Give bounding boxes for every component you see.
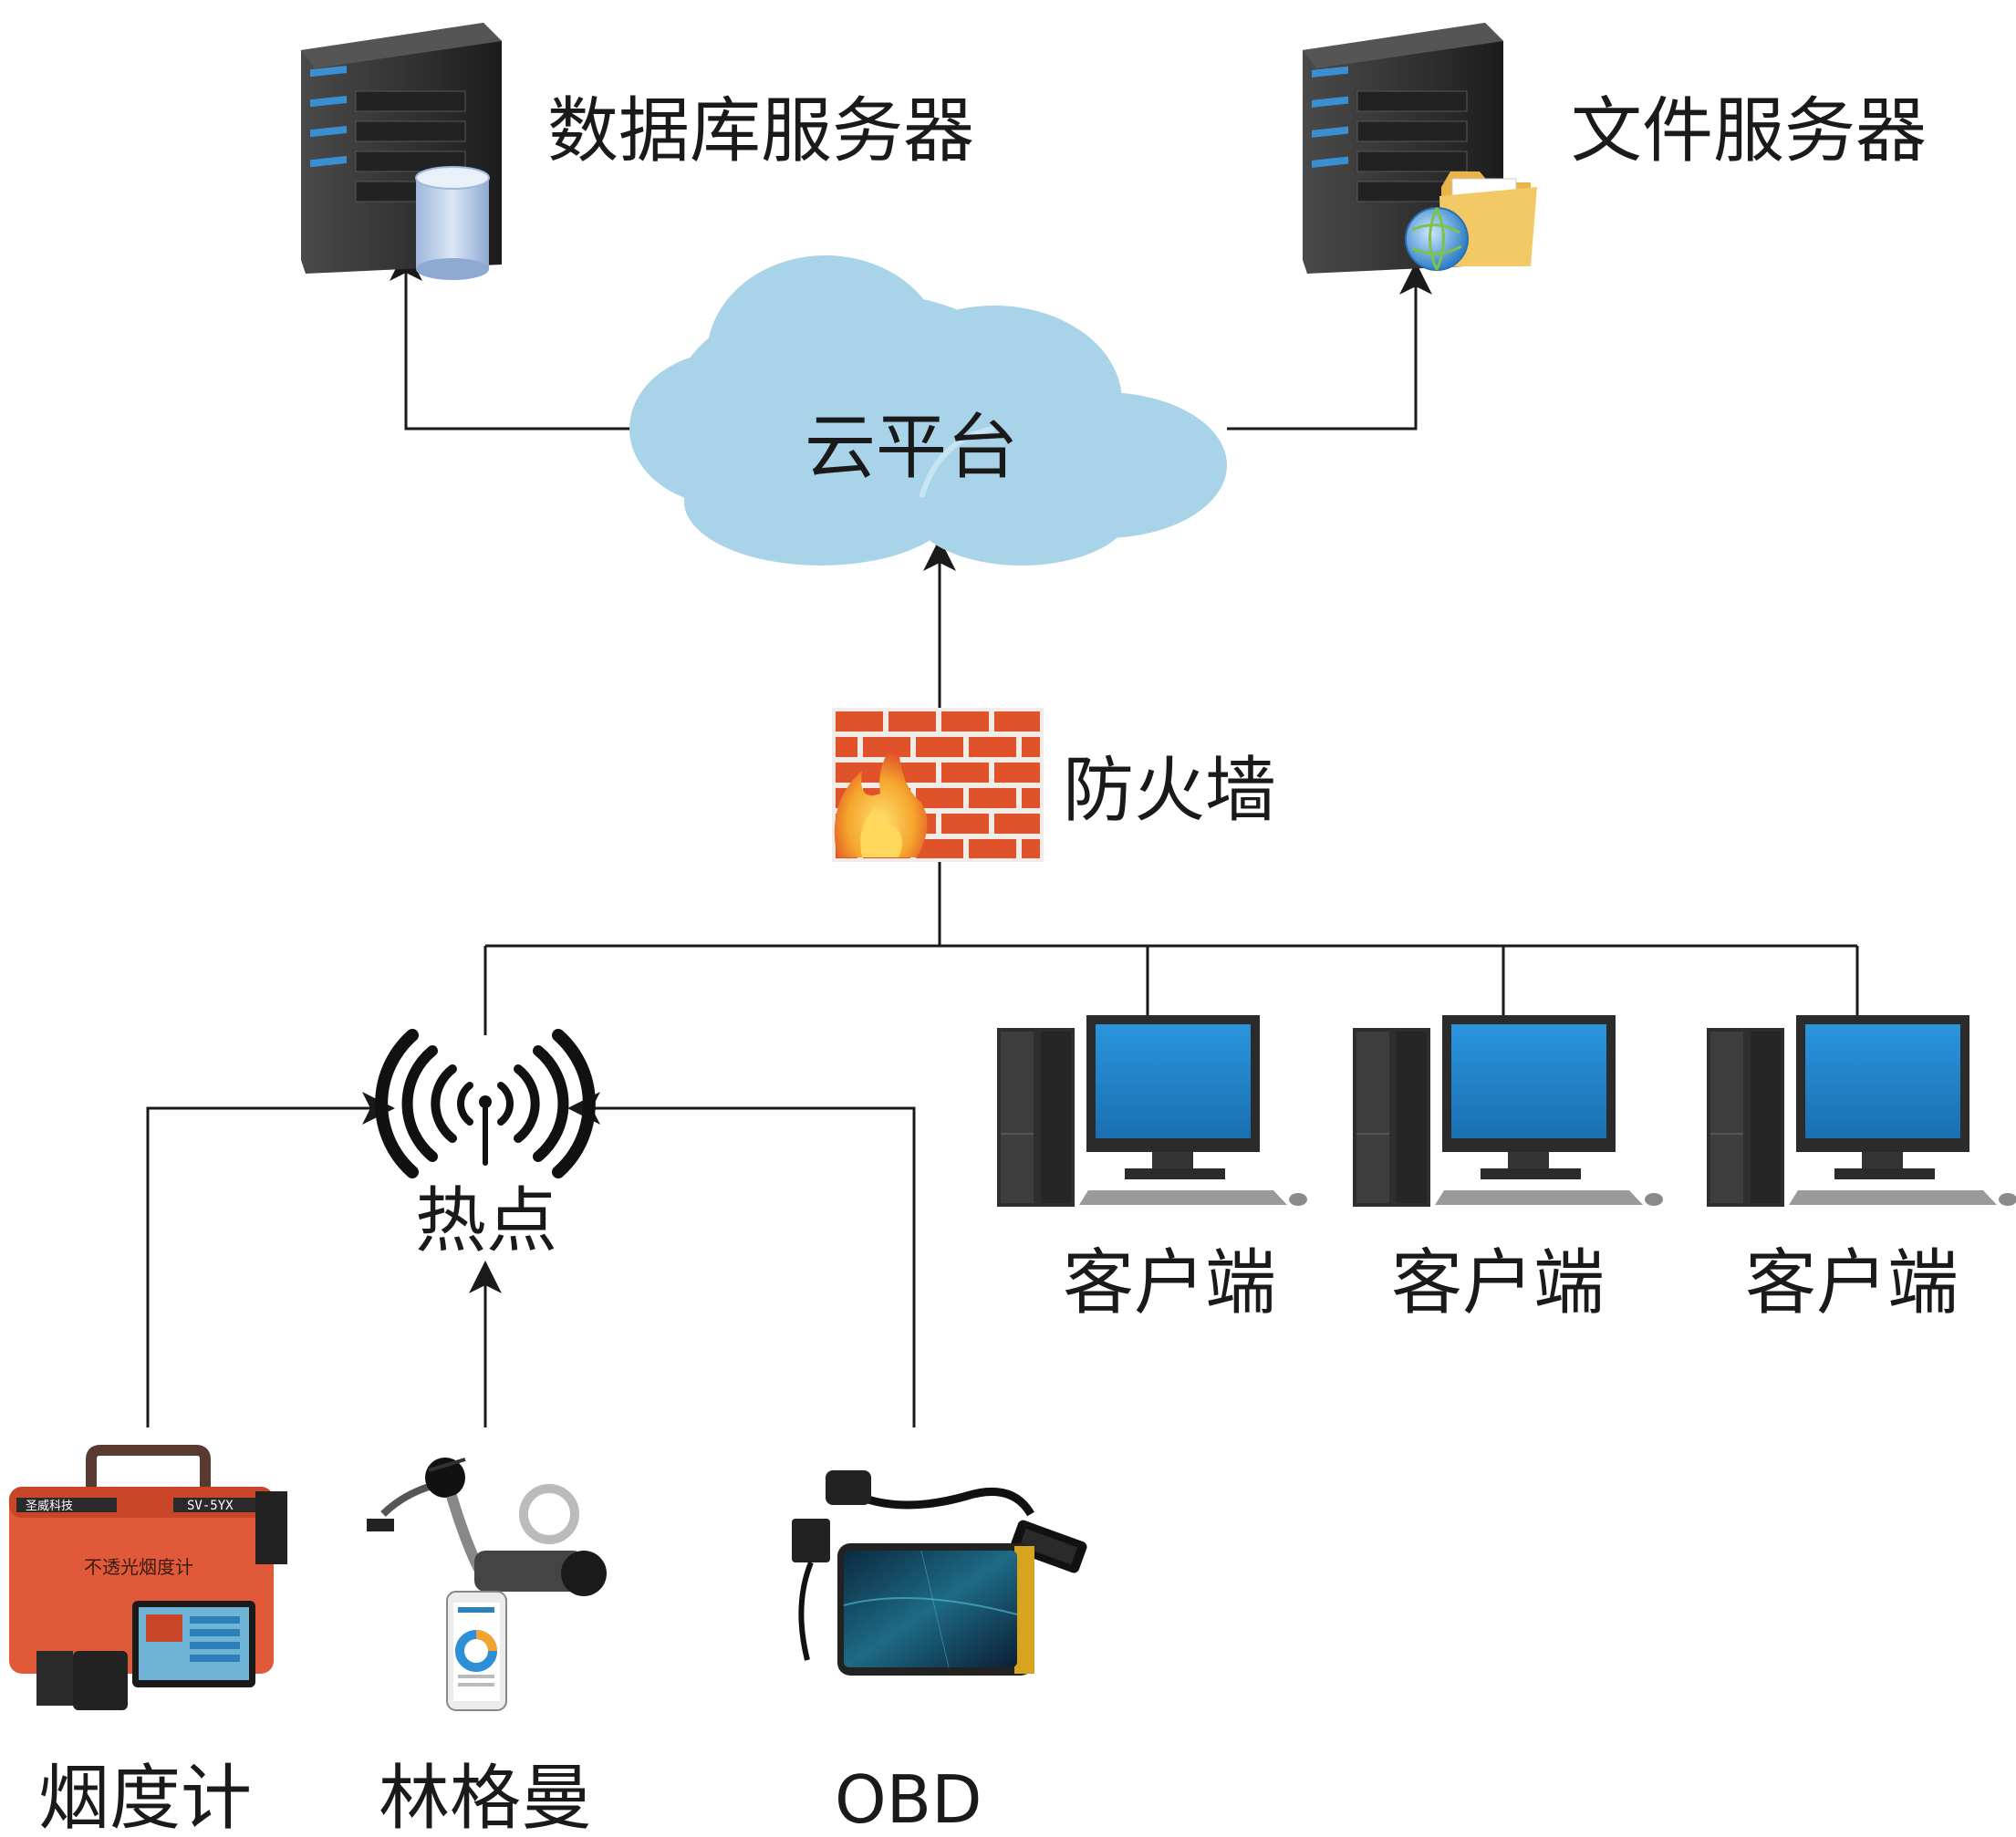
db-server-node: 数据库服务器: [301, 23, 974, 280]
smoke-meter-label: 烟度计: [38, 1758, 252, 1837]
ringelmann-icon: [367, 1458, 607, 1711]
client-label: 客户端: [1063, 1242, 1276, 1324]
hotspot-label: 热点: [415, 1180, 557, 1262]
flame-icon: [834, 739, 928, 857]
obd-label: OBD: [835, 1761, 982, 1837]
firewall-icon: [832, 708, 1044, 862]
panel-text: 不透光烟度计: [84, 1556, 193, 1578]
brand-text: 圣威科技: [26, 1500, 73, 1513]
client-1: 客户端: [997, 1015, 1307, 1324]
smoke-meter-icon: 圣威科技 SV-5YX 不透光烟度计: [9, 1445, 287, 1710]
edge-cloud-to-db-server: [390, 248, 643, 431]
ringelmann-label: 林格曼: [379, 1758, 592, 1837]
client-2: 客户端: [1353, 1015, 1663, 1324]
clients: 客户端 客户端: [997, 1015, 2016, 1324]
client-label: 客户端: [1745, 1242, 1959, 1324]
cloud-icon: [629, 255, 1227, 566]
database-cylinder-icon: [415, 166, 490, 280]
firewall-node: 防火墙: [832, 708, 1276, 862]
obd-node: OBD: [792, 1470, 1087, 1837]
edge-cloud-to-file-server: [1227, 262, 1432, 431]
desktop-computer-icon: [1707, 1015, 2016, 1207]
connectors: [146, 248, 1859, 1427]
desktop-computer-icon: [997, 1015, 1307, 1207]
file-server-node: 文件服务器: [1303, 23, 1927, 274]
file-server-label: 文件服务器: [1571, 90, 1927, 172]
edge-obd-to-hotspot: [567, 1092, 916, 1427]
wireless-antenna-icon: [375, 1029, 596, 1178]
cloud-label: 云平台: [805, 407, 1018, 489]
client-3: 客户端: [1707, 1015, 2016, 1324]
cloud-platform-node: 云平台: [629, 255, 1227, 566]
obd-icon: [792, 1470, 1087, 1676]
model-text: SV-5YX: [187, 1499, 234, 1513]
smoke-meter-node: 圣威科技 SV-5YX 不透光烟度计 烟度计: [9, 1445, 287, 1837]
db-server-label: 数据库服务器: [547, 90, 974, 172]
edge-smoke-meter-to-hotspot: [146, 1092, 395, 1427]
client-label: 客户端: [1391, 1242, 1605, 1324]
firewall-label: 防火墙: [1063, 750, 1276, 832]
obd-plug: [1010, 1520, 1087, 1573]
globe-icon: [1405, 207, 1469, 271]
hotspot-node: 热点: [375, 1029, 596, 1262]
ringelmann-node: 林格曼: [367, 1458, 607, 1837]
desktop-computer-icon: [1353, 1015, 1663, 1207]
